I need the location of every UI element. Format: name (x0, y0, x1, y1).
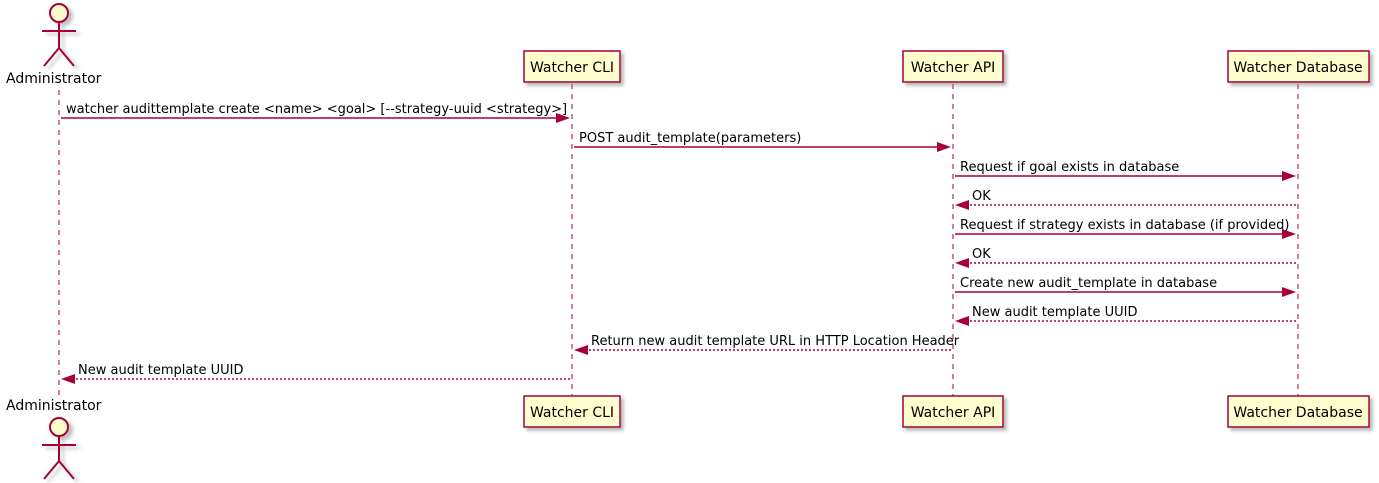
participant-box-rect (902, 50, 1004, 83)
participant-box-watcher-cli-bottom[interactable]: Watcher CLI (523, 395, 621, 428)
participant-label-watcher-api: Watcher API (911, 405, 996, 421)
message-label: New audit template UUID (972, 305, 1137, 320)
participant-label-watcher-cli: Watcher CLI (530, 405, 614, 421)
participant-label-watcher-database: Watcher Database (1233, 60, 1362, 76)
actor-left-leg-icon (43, 47, 60, 67)
arrowhead-right-icon (1282, 287, 1296, 297)
message-9[interactable]: Return new audit template URL in HTTP Lo… (574, 334, 960, 355)
message-1[interactable]: watcher audittemplate create <name> <goa… (61, 102, 570, 123)
participant-box-rect (523, 50, 621, 83)
arrowhead-left-icon (955, 200, 969, 210)
actor-label-administrator-bottom: Administrator (6, 398, 102, 414)
message-5[interactable]: Request if strategy exists in database (… (955, 218, 1296, 239)
lifelines-group (58, 84, 1299, 396)
arrowhead-right-icon (1282, 229, 1296, 239)
message-label: OK (972, 247, 991, 262)
actor-administrator-bottom[interactable] (42, 417, 76, 480)
message-label: watcher audittemplate create <name> <goa… (66, 102, 567, 117)
participant-box-watcher-api-top[interactable]: Watcher API (902, 50, 1004, 83)
arrowhead-left-icon (955, 258, 969, 268)
participant-box-watcher-database-bottom[interactable]: Watcher Database (1227, 395, 1370, 428)
message-label: New audit template UUID (78, 363, 243, 378)
message-3[interactable]: Request if goal exists in database (955, 160, 1296, 181)
message-6[interactable]: OK (955, 247, 1296, 268)
actor-left-leg-icon (43, 460, 60, 480)
participant-box-rect (902, 395, 1004, 428)
message-7[interactable]: Create new audit_template in database (955, 276, 1296, 297)
participant-box-rect (523, 395, 621, 428)
message-2[interactable]: POST audit_template(parameters) (574, 131, 951, 152)
arrowhead-right-icon (556, 113, 570, 123)
participant-label-watcher-database: Watcher Database (1233, 405, 1362, 421)
actor-head-icon (49, 417, 69, 437)
actor-right-leg-icon (58, 460, 75, 480)
participant-box-rect (1227, 395, 1370, 428)
arrowhead-left-icon (955, 316, 969, 326)
message-label: Request if strategy exists in database (… (960, 218, 1289, 233)
message-4[interactable]: OK (955, 189, 1296, 210)
message-label: POST audit_template(parameters) (579, 131, 801, 146)
actor-right-leg-icon (58, 47, 75, 67)
message-label: OK (972, 189, 991, 204)
message-10[interactable]: New audit template UUID (61, 363, 570, 384)
arrowhead-right-icon (937, 142, 951, 152)
message-8[interactable]: New audit template UUID (955, 305, 1296, 326)
participant-box-watcher-database-top[interactable]: Watcher Database (1227, 50, 1370, 83)
participant-box-watcher-cli-top[interactable]: Watcher CLI (523, 50, 621, 83)
participant-box-rect (1227, 50, 1370, 83)
message-label: Create new audit_template in database (960, 276, 1217, 291)
actor-head-icon (49, 3, 69, 23)
arrowhead-left-icon (574, 345, 588, 355)
participant-label-watcher-api: Watcher API (911, 60, 996, 76)
participant-box-watcher-api-bottom[interactable]: Watcher API (902, 395, 1004, 428)
arrowhead-left-icon (61, 374, 75, 384)
participant-label-watcher-cli: Watcher CLI (530, 60, 614, 76)
message-label: Request if goal exists in database (960, 160, 1179, 175)
actor-administrator-top[interactable] (42, 3, 76, 67)
arrowhead-right-icon (1282, 171, 1296, 181)
message-label: Return new audit template URL in HTTP Lo… (591, 334, 960, 349)
actor-label-administrator-top: Administrator (6, 71, 102, 87)
